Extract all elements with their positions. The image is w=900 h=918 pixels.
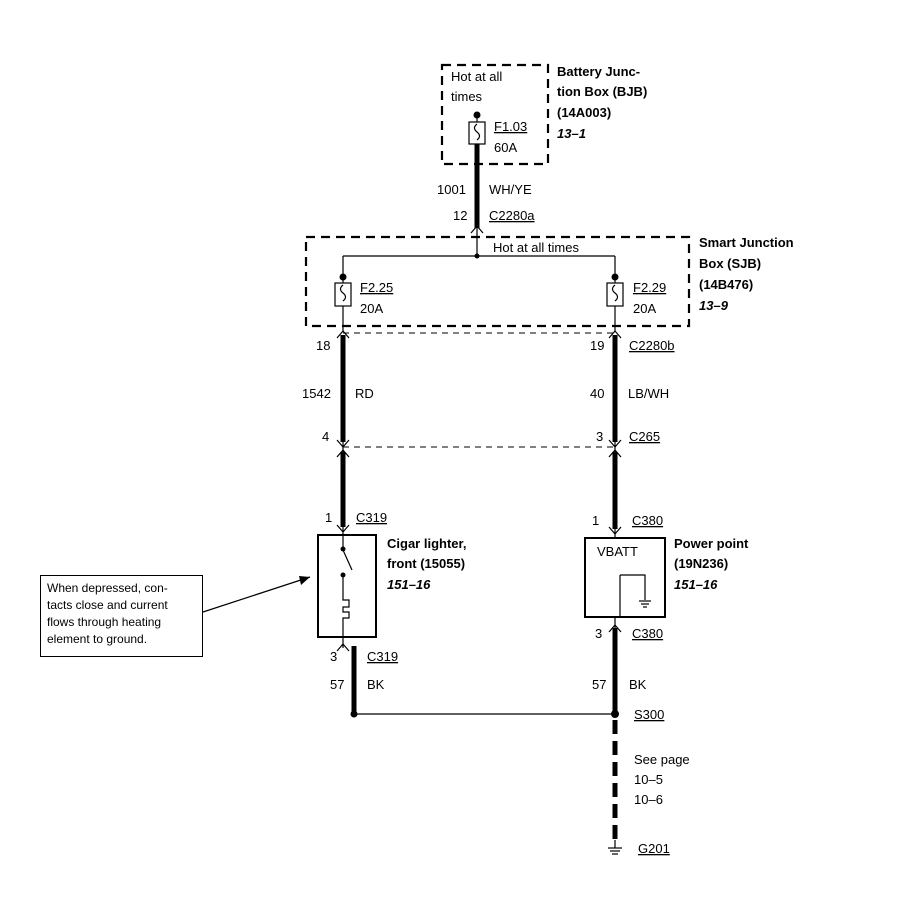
right-connector-top: C2280b xyxy=(629,338,675,353)
feed-color: WH/YE xyxy=(489,182,532,197)
heating-element-icon xyxy=(342,595,350,622)
left-gnd-circuit: 57 xyxy=(330,677,344,692)
sjb-fuse-right-id: F2.29 xyxy=(633,280,666,295)
pp-pin-top: 1 xyxy=(592,513,599,528)
cigar-pin-bot: 3 xyxy=(330,649,337,664)
right-gnd-color: BK xyxy=(629,677,647,692)
right-circuit: 40 xyxy=(590,386,604,401)
pp-name-2: (19N236) xyxy=(674,556,728,571)
note-line-2: tacts close and current xyxy=(47,598,168,612)
bjb-hot-label-1: Hot at all xyxy=(451,69,502,84)
left-pin-top: 18 xyxy=(316,338,330,353)
feed-connector: C2280a xyxy=(489,208,535,223)
left-gnd-color: BK xyxy=(367,677,385,692)
ground-g201-icon xyxy=(608,840,622,855)
cigar-switch-contact xyxy=(342,549,353,571)
cigar-connector-bot: C319 xyxy=(367,649,398,664)
fuse-icon-f229 xyxy=(606,282,624,307)
cigar-name-1: Cigar lighter, xyxy=(387,536,466,551)
splice-s300-dot xyxy=(611,710,619,718)
bjb-ref: 13–1 xyxy=(557,126,586,141)
left-pin-c265: 4 xyxy=(322,429,329,444)
feed-circuit: 1001 xyxy=(437,182,466,197)
pp-vbatt: VBATT xyxy=(597,544,638,559)
sjb-fuse-left-rating: 20A xyxy=(360,301,383,316)
bjb-fuse-id: F1.03 xyxy=(494,119,527,134)
pp-connector-bot: C380 xyxy=(632,626,663,641)
left-circuit: 1542 xyxy=(302,386,331,401)
cigar-ref: 151–16 xyxy=(387,577,431,592)
cigar-lighter-box xyxy=(317,534,377,638)
note-line-1: When depressed, con- xyxy=(47,581,168,595)
right-pin-top: 19 xyxy=(590,338,604,353)
connector-c2280a-mark xyxy=(470,225,484,234)
ground-label: G201 xyxy=(638,841,670,856)
pp-ref: 151–16 xyxy=(674,577,718,592)
pp-pin-bot: 3 xyxy=(595,626,602,641)
note-line-3: flows through heating xyxy=(47,615,162,629)
sjb-name-1: Smart Junction xyxy=(699,235,794,250)
bjb-part: (14A003) xyxy=(557,105,611,120)
right-connector-c265: C265 xyxy=(629,429,660,444)
cigar-name-2: front (15055) xyxy=(387,556,465,571)
cigar-pin-top: 1 xyxy=(325,510,332,525)
fuse-icon-f225 xyxy=(334,282,352,307)
see-page-2: 10–5 xyxy=(634,772,663,787)
cigar-note-arrow xyxy=(202,576,311,613)
bjb-box xyxy=(440,63,550,166)
connector-c319-bot-mark xyxy=(336,643,350,652)
right-gnd-circuit: 57 xyxy=(592,677,606,692)
right-color: LB/WH xyxy=(628,386,669,401)
feed-pin: 12 xyxy=(453,208,467,223)
sjb-fuse-right-rating: 20A xyxy=(633,301,656,316)
pp-name-1: Power point xyxy=(674,536,749,551)
sjb-hot-label: Hot at all times xyxy=(493,240,579,255)
right-pin-c265: 3 xyxy=(596,429,603,444)
see-page-3: 10–6 xyxy=(634,792,663,807)
sjb-fuse-left-id: F2.25 xyxy=(360,280,393,295)
pp-ground-icon xyxy=(639,600,651,608)
sjb-ref: 13–9 xyxy=(699,298,729,313)
cigar-lighter-note: When depressed, con- tacts close and cur… xyxy=(40,575,203,657)
pp-connector-top: C380 xyxy=(632,513,663,528)
bjb-name-1: Battery Junc- xyxy=(557,64,640,79)
cigar-connector-top: C319 xyxy=(356,510,387,525)
connector-c380-bot-mark xyxy=(608,624,622,633)
fuse-icon-f103 xyxy=(468,121,486,145)
sjb-name-2: Box (SJB) xyxy=(699,256,761,271)
power-point-box xyxy=(584,537,666,618)
pp-internal-path xyxy=(620,574,646,600)
sjb-part: (14B476) xyxy=(699,277,753,292)
note-line-4: element to ground. xyxy=(47,632,148,646)
left-color: RD xyxy=(355,386,374,401)
see-page-1: See page xyxy=(634,752,690,767)
splice-label: S300 xyxy=(634,707,664,722)
bjb-hot-label-2: times xyxy=(451,89,483,104)
bjb-name-2: tion Box (BJB) xyxy=(557,84,647,99)
sjb-box xyxy=(304,235,691,328)
bjb-fuse-rating: 60A xyxy=(494,140,517,155)
